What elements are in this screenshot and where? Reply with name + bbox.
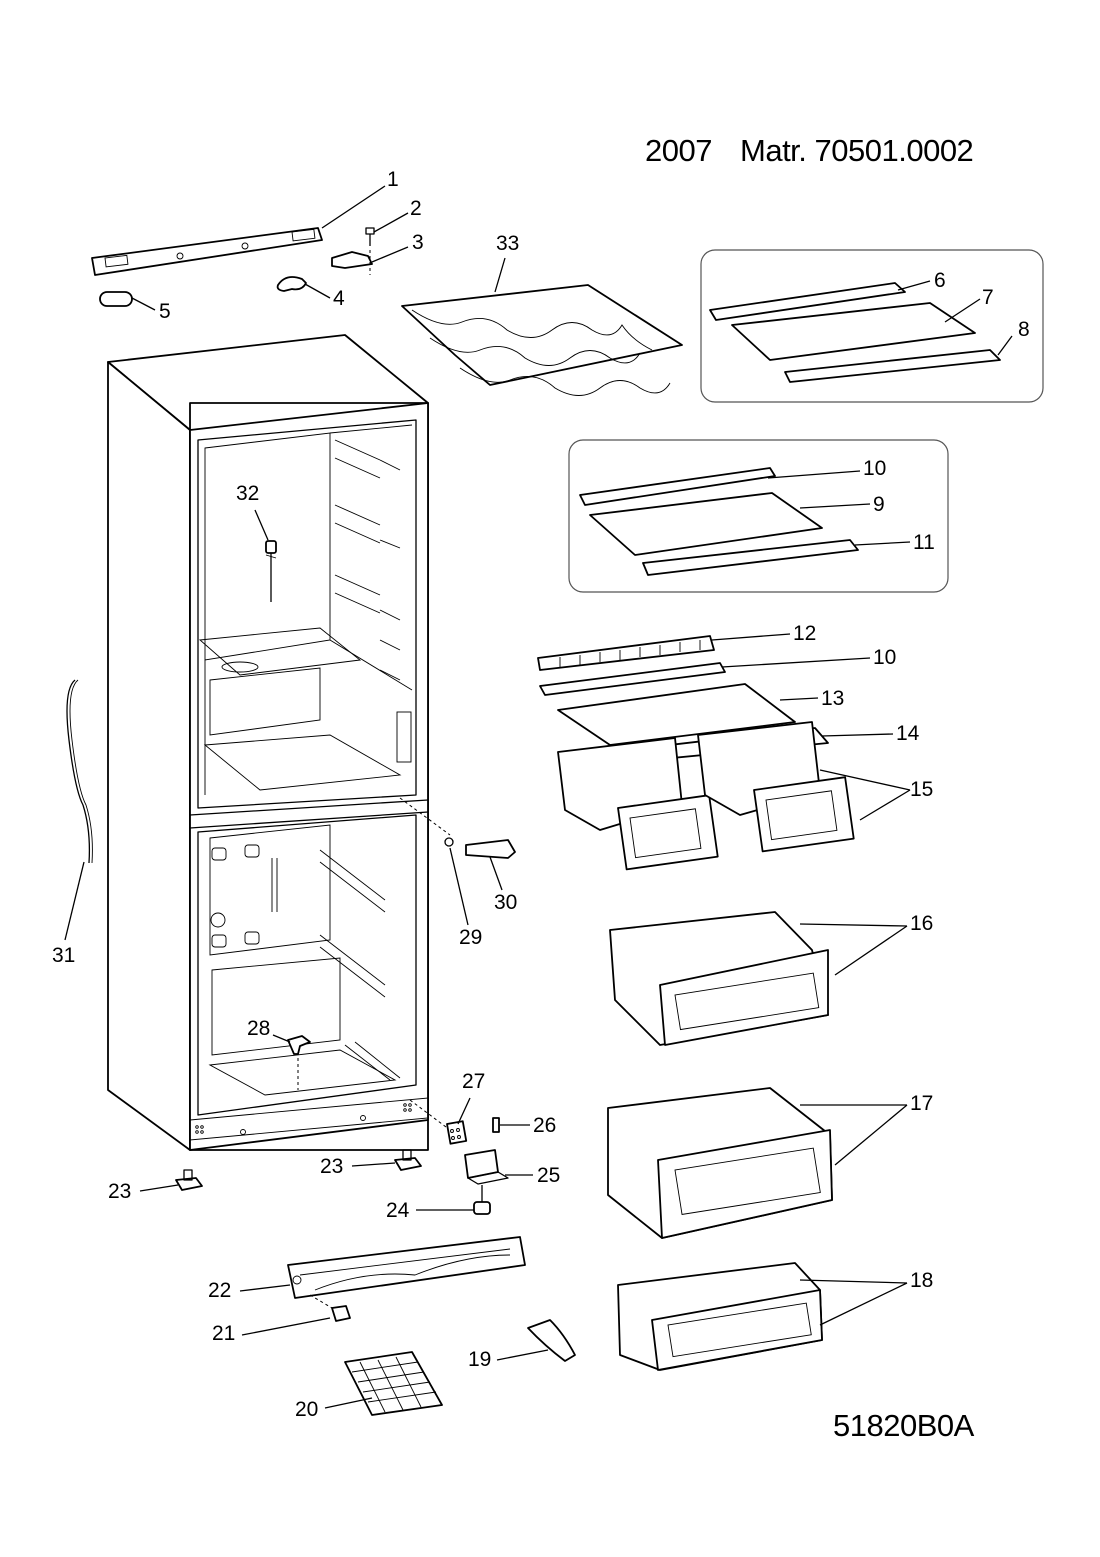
callout-23a: 23	[108, 1180, 131, 1203]
callout-10b: 10	[873, 646, 896, 669]
part-20-vent-grille	[344, 1351, 443, 1416]
callout-22: 22	[208, 1279, 231, 1302]
part-4-plug	[276, 276, 307, 292]
callout-28: 28	[247, 1017, 270, 1040]
callout-26: 26	[533, 1114, 556, 1137]
part-29-washer	[444, 837, 454, 847]
part-22-plinth	[287, 1236, 526, 1299]
part-16-freezer-drawer	[609, 911, 829, 1046]
part-2-screw	[365, 227, 375, 246]
callout-4: 4	[333, 287, 345, 310]
callout-15: 15	[910, 778, 933, 801]
callout-24: 24	[386, 1199, 410, 1222]
part-30-middle-hinge	[465, 839, 516, 859]
callout-3: 3	[412, 231, 424, 254]
callout-labels: 1 2 3 4 5 6 7 8 9 10 10 11 12 13 14 15 1…	[52, 168, 1030, 1421]
callout-27: 27	[462, 1070, 485, 1093]
callout-2: 2	[410, 197, 422, 220]
callout-11: 11	[913, 531, 935, 554]
callout-5: 5	[159, 300, 171, 323]
callout-32: 32	[236, 482, 259, 505]
shelf-group-box-middle	[568, 439, 949, 593]
part-26-hinge-pin	[492, 1117, 500, 1133]
part-25-bottom-hinge	[464, 1149, 509, 1185]
callout-18: 18	[910, 1269, 933, 1292]
callout-6: 6	[934, 269, 946, 292]
part-32-thermostat-probe	[265, 540, 277, 602]
part-33-door-gasket	[401, 284, 683, 396]
part-17-freezer-drawer	[607, 1087, 833, 1239]
shelf-group-box-upper	[700, 249, 1044, 403]
callout-12: 12	[793, 622, 816, 645]
callout-21: 21	[212, 1322, 235, 1345]
cabinet-body	[107, 334, 451, 1151]
callout-25: 25	[537, 1164, 560, 1187]
part-21-clip	[331, 1305, 351, 1322]
part-23-adjustable-foot-left	[175, 1169, 203, 1191]
callout-13: 13	[821, 687, 844, 710]
callout-30: 30	[494, 891, 517, 914]
leader-lines	[64, 185, 1013, 1409]
callout-7: 7	[982, 286, 994, 309]
drawing-code: 51820B0A	[833, 1408, 974, 1443]
callout-17: 17	[910, 1092, 933, 1115]
part-18-freezer-drawer	[617, 1262, 823, 1371]
part-1-top-cover-strip	[91, 227, 323, 276]
part-28-stopper	[287, 1035, 311, 1055]
callout-33: 33	[496, 232, 519, 255]
callout-19: 19	[468, 1348, 491, 1371]
part-15-crisper-drawers	[557, 721, 855, 871]
callout-8: 8	[1018, 318, 1030, 341]
callout-20: 20	[295, 1398, 318, 1421]
part-27-plate	[446, 1120, 468, 1145]
callout-9: 9	[873, 493, 885, 516]
part-19-wedge	[527, 1319, 576, 1362]
part-23-adjustable-foot-right	[394, 1149, 422, 1171]
callout-1: 1	[387, 168, 399, 191]
material-number: Matr. 70501.0002	[740, 133, 974, 168]
part-24-foot-screw	[473, 1185, 491, 1215]
year-label: 2007	[645, 133, 712, 168]
callout-29: 29	[459, 926, 482, 949]
callout-23b: 23	[320, 1155, 343, 1178]
part-31-cable	[66, 679, 91, 864]
part-5-cap	[99, 291, 133, 307]
callout-14: 14	[896, 722, 920, 745]
callout-10a: 10	[863, 457, 886, 480]
callout-16: 16	[910, 912, 933, 935]
part-3-hinge	[331, 251, 373, 269]
callout-31: 31	[52, 944, 75, 967]
shelf-assembly-middle	[579, 467, 859, 576]
shelf-assembly-upper	[709, 282, 1001, 383]
